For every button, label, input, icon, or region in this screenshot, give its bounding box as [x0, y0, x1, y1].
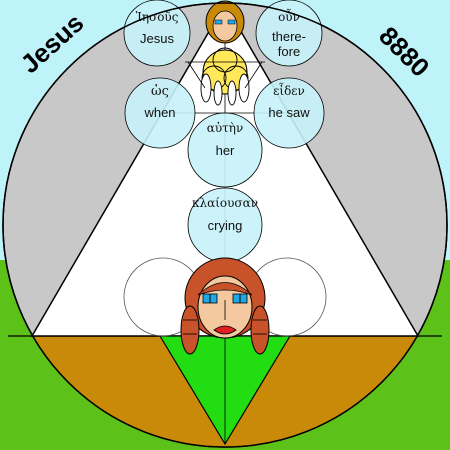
top-figure-icon	[205, 0, 245, 44]
greek-word: αὐτὴν	[207, 121, 244, 135]
english-word: there-	[272, 29, 306, 44]
greek-word: εἶδεν	[273, 82, 305, 98]
word-circle-crying: κλαίουσαν crying	[187, 187, 263, 263]
word-circle-therefore: οὖν there- fore	[255, 0, 323, 67]
english-word: her	[216, 143, 235, 158]
english-word: crying	[208, 218, 243, 233]
english-word: Jesus	[140, 31, 174, 46]
english-word: when	[143, 105, 175, 120]
flower-ornament-icon	[185, 47, 265, 106]
greek-word: οὖν	[278, 8, 300, 24]
english-word: fore	[278, 44, 300, 59]
greek-word: Ἰησοῦς	[136, 10, 179, 24]
word-circle-he-saw: εἶδεν he saw	[253, 77, 325, 149]
word-circle-when: ὡς when	[124, 77, 196, 149]
greek-word: ὡς	[151, 84, 169, 99]
word-circle-jesus: Ἰησοῦς Jesus	[123, 0, 191, 67]
word-circle-her: αὐτὴν her	[187, 112, 263, 188]
english-word: he saw	[268, 105, 310, 120]
greek-word: κλαίουσαν	[192, 196, 258, 210]
woman-face-icon	[180, 257, 270, 355]
